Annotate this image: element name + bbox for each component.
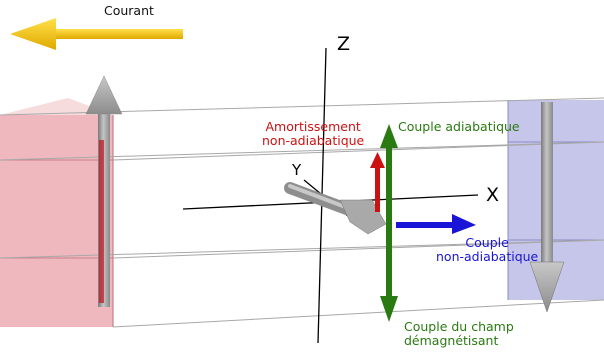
current-arrow xyxy=(10,18,183,50)
z-axis-label: Z xyxy=(337,33,351,55)
demag-torque-label: Couple du champ démagnétisant xyxy=(404,320,514,348)
demag-label-line1: Couple du champ xyxy=(404,319,514,334)
x-axis-label: X xyxy=(486,184,500,206)
left-domain xyxy=(0,98,114,327)
nonadiabatic-label-line2: non-adiabatique xyxy=(436,249,539,264)
nonadiabatic-label-line1: Couple xyxy=(465,235,509,250)
moment-down-arrow xyxy=(529,102,565,313)
nonadiabatic-torque-label: Couple non-adiabatique xyxy=(436,236,538,264)
adiabatic-torque-label: Couple adiabatique xyxy=(398,119,520,134)
adiabatic-torque-arrow xyxy=(380,124,398,322)
damping-label: Amortissement non-adiabatique xyxy=(262,120,364,148)
damping-arrow xyxy=(370,152,385,212)
current-label: Courant xyxy=(104,3,154,18)
damping-label-line2: non-adiabatique xyxy=(262,133,365,148)
damping-label-line1: Amortissement xyxy=(265,119,361,134)
coordinate-axes xyxy=(182,47,479,344)
wall-moment-arrow xyxy=(284,182,387,235)
moment-up-arrow xyxy=(85,75,123,307)
nonadiabatic-torque-arrow xyxy=(396,214,476,234)
y-axis-label: Y xyxy=(292,161,302,179)
demag-label-line2: démagnétisant xyxy=(404,333,499,348)
